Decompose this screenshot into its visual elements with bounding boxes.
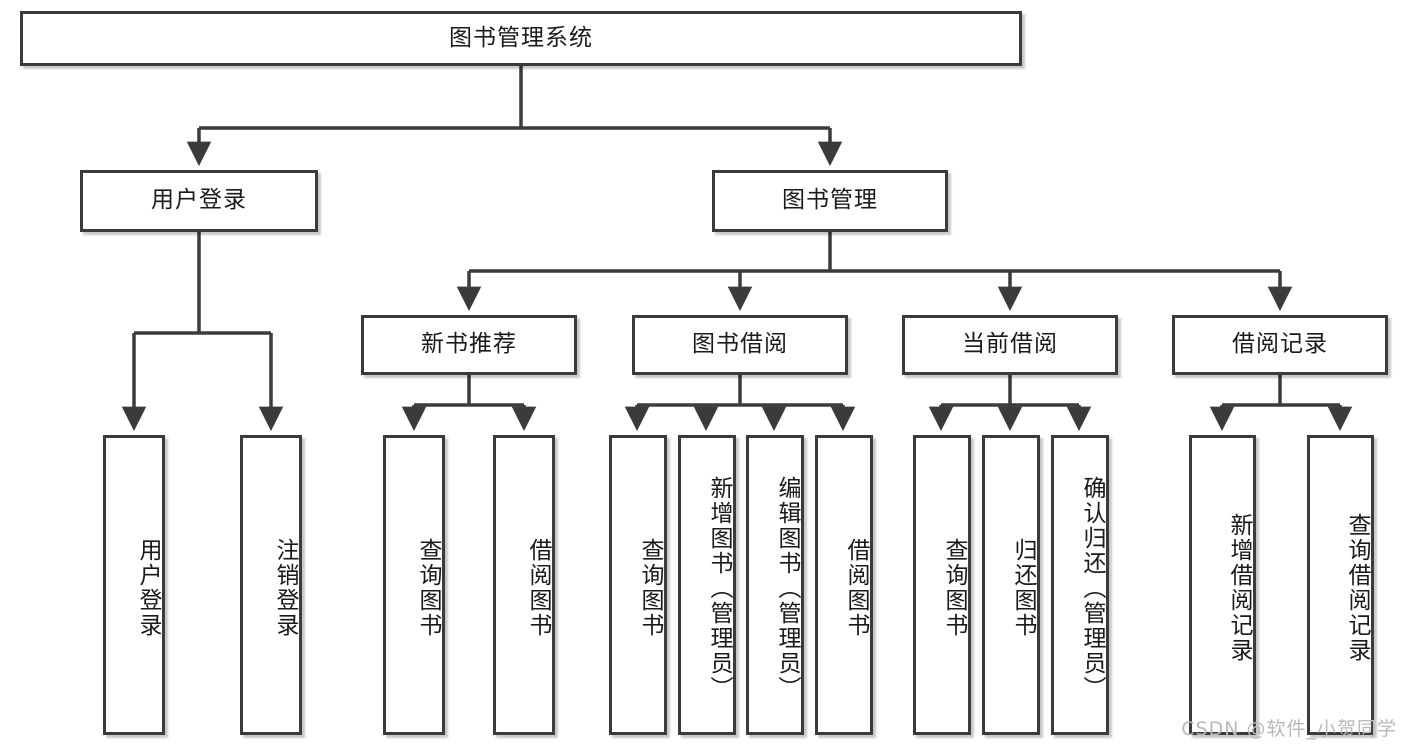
node-current-borrow-label: 当前借阅 [962,331,1058,358]
node-leaf-query-record[interactable]: 查询借阅记录 [1307,435,1374,735]
node-borrow-record-label: 借阅记录 [1232,331,1328,358]
node-leaf-query-book-2[interactable]: 查询图书 [609,435,667,735]
node-leaf-return-book-label: 归还图书 [1010,538,1036,638]
node-leaf-query-book-1-label: 查询图书 [415,538,441,638]
node-leaf-add-book-label: 新增图书（管理员） [706,475,732,701]
node-user-login-label: 用户登录 [151,187,247,214]
node-book-manage-label: 图书管理 [782,187,878,214]
node-leaf-add-record[interactable]: 新增借阅记录 [1189,435,1256,735]
node-leaf-edit-book-label: 编辑图书（管理员） [774,475,800,701]
node-leaf-user-login-label: 用户登录 [135,538,161,638]
node-leaf-query-book-3[interactable]: 查询图书 [913,435,971,735]
node-book-borrow-label: 图书借阅 [692,331,788,358]
node-leaf-confirm-return[interactable]: 确认归还（管理员） [1051,435,1109,735]
node-leaf-confirm-return-label: 确认归还（管理员） [1079,475,1105,701]
node-leaf-borrow-book-1[interactable]: 借阅图书 [493,435,555,735]
node-leaf-query-record-label: 查询借阅记录 [1344,513,1370,663]
node-leaf-query-book-1[interactable]: 查询图书 [383,435,445,735]
node-user-login[interactable]: 用户登录 [80,170,318,232]
node-borrow-record[interactable]: 借阅记录 [1172,315,1388,375]
node-leaf-edit-book[interactable]: 编辑图书（管理员） [746,435,804,735]
node-root[interactable]: 图书管理系统 [20,11,1022,66]
node-leaf-return-book[interactable]: 归还图书 [982,435,1040,735]
node-book-borrow[interactable]: 图书借阅 [632,315,848,375]
node-leaf-logout-label: 注销登录 [272,538,298,638]
node-book-manage[interactable]: 图书管理 [712,170,948,232]
node-new-book-rec[interactable]: 新书推荐 [361,315,577,375]
node-leaf-borrow-book-2[interactable]: 借阅图书 [815,435,873,735]
watermark: CSDN @软件_小贺同学 [1181,718,1397,740]
node-leaf-add-record-label: 新增借阅记录 [1226,513,1252,663]
node-current-borrow[interactable]: 当前借阅 [902,315,1118,375]
node-leaf-add-book[interactable]: 新增图书（管理员） [678,435,736,735]
node-leaf-logout[interactable]: 注销登录 [240,435,302,735]
node-leaf-query-book-2-label: 查询图书 [637,538,663,638]
node-leaf-user-login[interactable]: 用户登录 [103,435,165,735]
node-new-book-rec-label: 新书推荐 [421,331,517,358]
node-leaf-borrow-book-2-label: 借阅图书 [843,538,869,638]
node-leaf-borrow-book-1-label: 借阅图书 [525,538,551,638]
node-root-label: 图书管理系统 [449,24,593,51]
node-leaf-query-book-3-label: 查询图书 [941,538,967,638]
